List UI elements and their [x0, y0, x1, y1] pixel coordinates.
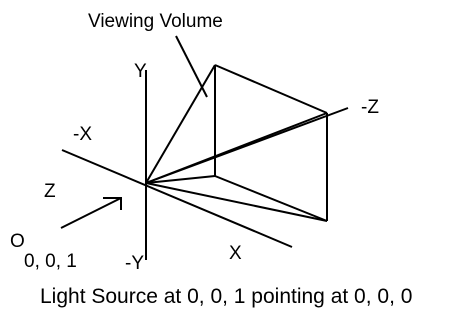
z-axis-positive-label: Z	[44, 181, 56, 202]
viewing-volume-label: Viewing Volume	[88, 11, 223, 32]
x-axis	[61, 149, 293, 248]
light-source-symbol: O	[10, 231, 25, 252]
frustum-edge-top-right	[145, 112, 328, 184]
viewing-volume-leader-line	[175, 35, 208, 98]
light-source-coordinates: 0, 0, 1	[24, 251, 77, 272]
x-axis-negative-label: -X	[73, 124, 92, 145]
y-axis-negative-label: -Y	[125, 253, 144, 274]
frustum-edge-bottom-left	[145, 175, 216, 184]
light-direction-arrow	[60, 197, 122, 229]
x-axis-positive-label: X	[229, 243, 242, 264]
z-axis-negative-label: -Z	[361, 97, 379, 118]
y-axis-positive-label: Y	[134, 61, 147, 82]
frustum-edge-bottom-right	[145, 182, 328, 222]
frustum-back-bottom	[214, 175, 328, 222]
diagram-caption: Light Source at 0, 0, 1 pointing at 0, 0…	[40, 285, 412, 308]
frustum-edge-top-left	[145, 64, 216, 184]
viewing-volume	[145, 64, 328, 222]
frustum-back-top	[214, 64, 328, 114]
